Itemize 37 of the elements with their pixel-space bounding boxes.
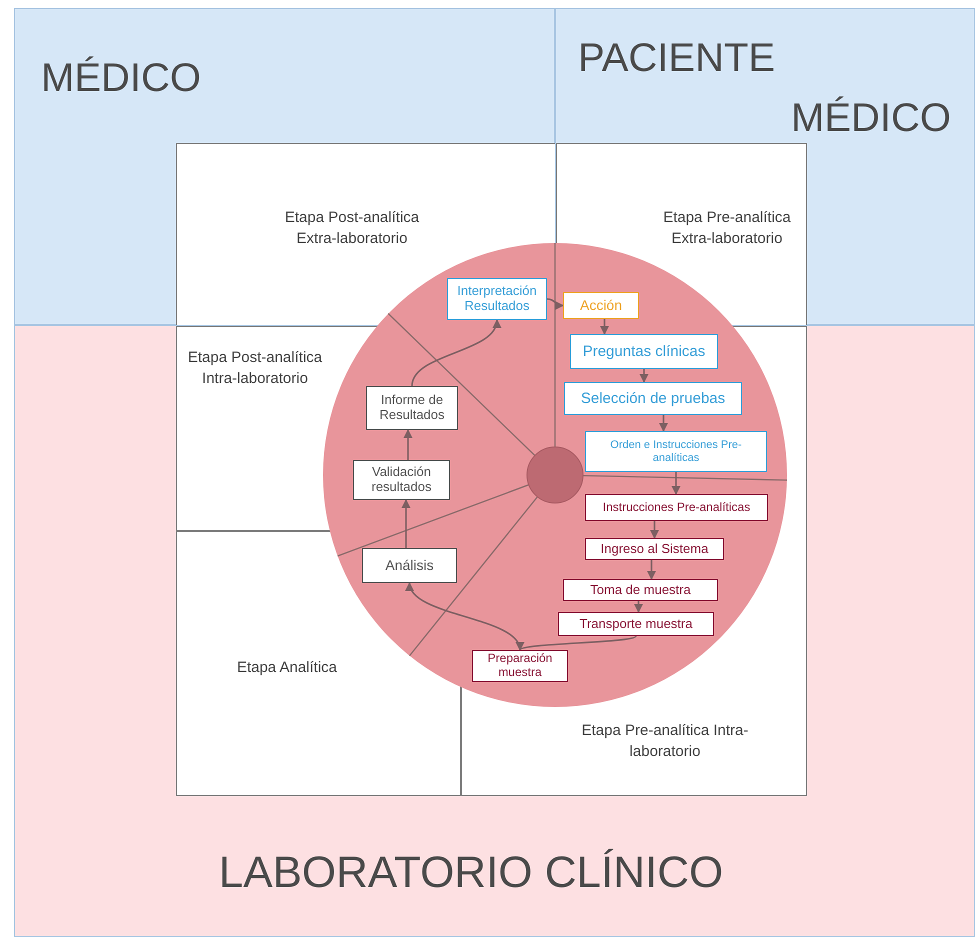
stage-label: Etapa Analítica bbox=[236, 658, 338, 678]
region-band bbox=[555, 8, 975, 325]
stage-label: Etapa Post-analítica Intra-laboratorio bbox=[186, 348, 324, 389]
arrow bbox=[640, 369, 648, 383]
process-box: Preparación muestra bbox=[472, 650, 568, 682]
arrow bbox=[672, 472, 680, 495]
arrow bbox=[634, 601, 643, 613]
region-label: MÉDICO bbox=[791, 96, 952, 140]
process-box: Selección de pruebas bbox=[564, 382, 742, 415]
arrow bbox=[600, 319, 609, 335]
arrow bbox=[407, 582, 521, 650]
process-box: Acción bbox=[563, 292, 639, 319]
region-band bbox=[14, 8, 555, 325]
arrow bbox=[404, 429, 412, 460]
stage-label: Etapa Post-analítica Extra-laboratorio bbox=[284, 208, 420, 249]
process-box: Informe de Resultados bbox=[366, 386, 458, 430]
process-box: Validación resultados bbox=[353, 460, 450, 500]
region-label: PACIENTE bbox=[578, 36, 776, 80]
arrow bbox=[650, 521, 659, 539]
process-box: Toma de muestra bbox=[563, 579, 718, 601]
stage-panel bbox=[176, 143, 556, 326]
process-box: Análisis bbox=[362, 548, 457, 583]
process-box: Instrucciones Pre-analíticas bbox=[585, 494, 768, 521]
stage-label: Etapa Pre-analítica Intra-laboratorio bbox=[580, 721, 750, 762]
arrow bbox=[659, 415, 668, 432]
arrow bbox=[411, 319, 500, 386]
arrow bbox=[402, 499, 410, 548]
arrow bbox=[546, 298, 564, 310]
process-box: Ingreso al Sistema bbox=[585, 538, 724, 560]
region-label: MÉDICO bbox=[41, 56, 202, 100]
process-box: Orden e Instrucciones Pre-analíticas bbox=[585, 431, 767, 472]
stage-label: Etapa Pre-analítica Extra-laboratorio bbox=[662, 208, 792, 249]
process-box: Transporte muestra bbox=[558, 612, 714, 636]
process-box: Interpretación Resultados bbox=[447, 278, 547, 320]
process-box: Preguntas clínicas bbox=[570, 334, 718, 369]
region-label: LABORATORIO CLÍNICO bbox=[218, 849, 724, 898]
arrow bbox=[647, 560, 656, 580]
